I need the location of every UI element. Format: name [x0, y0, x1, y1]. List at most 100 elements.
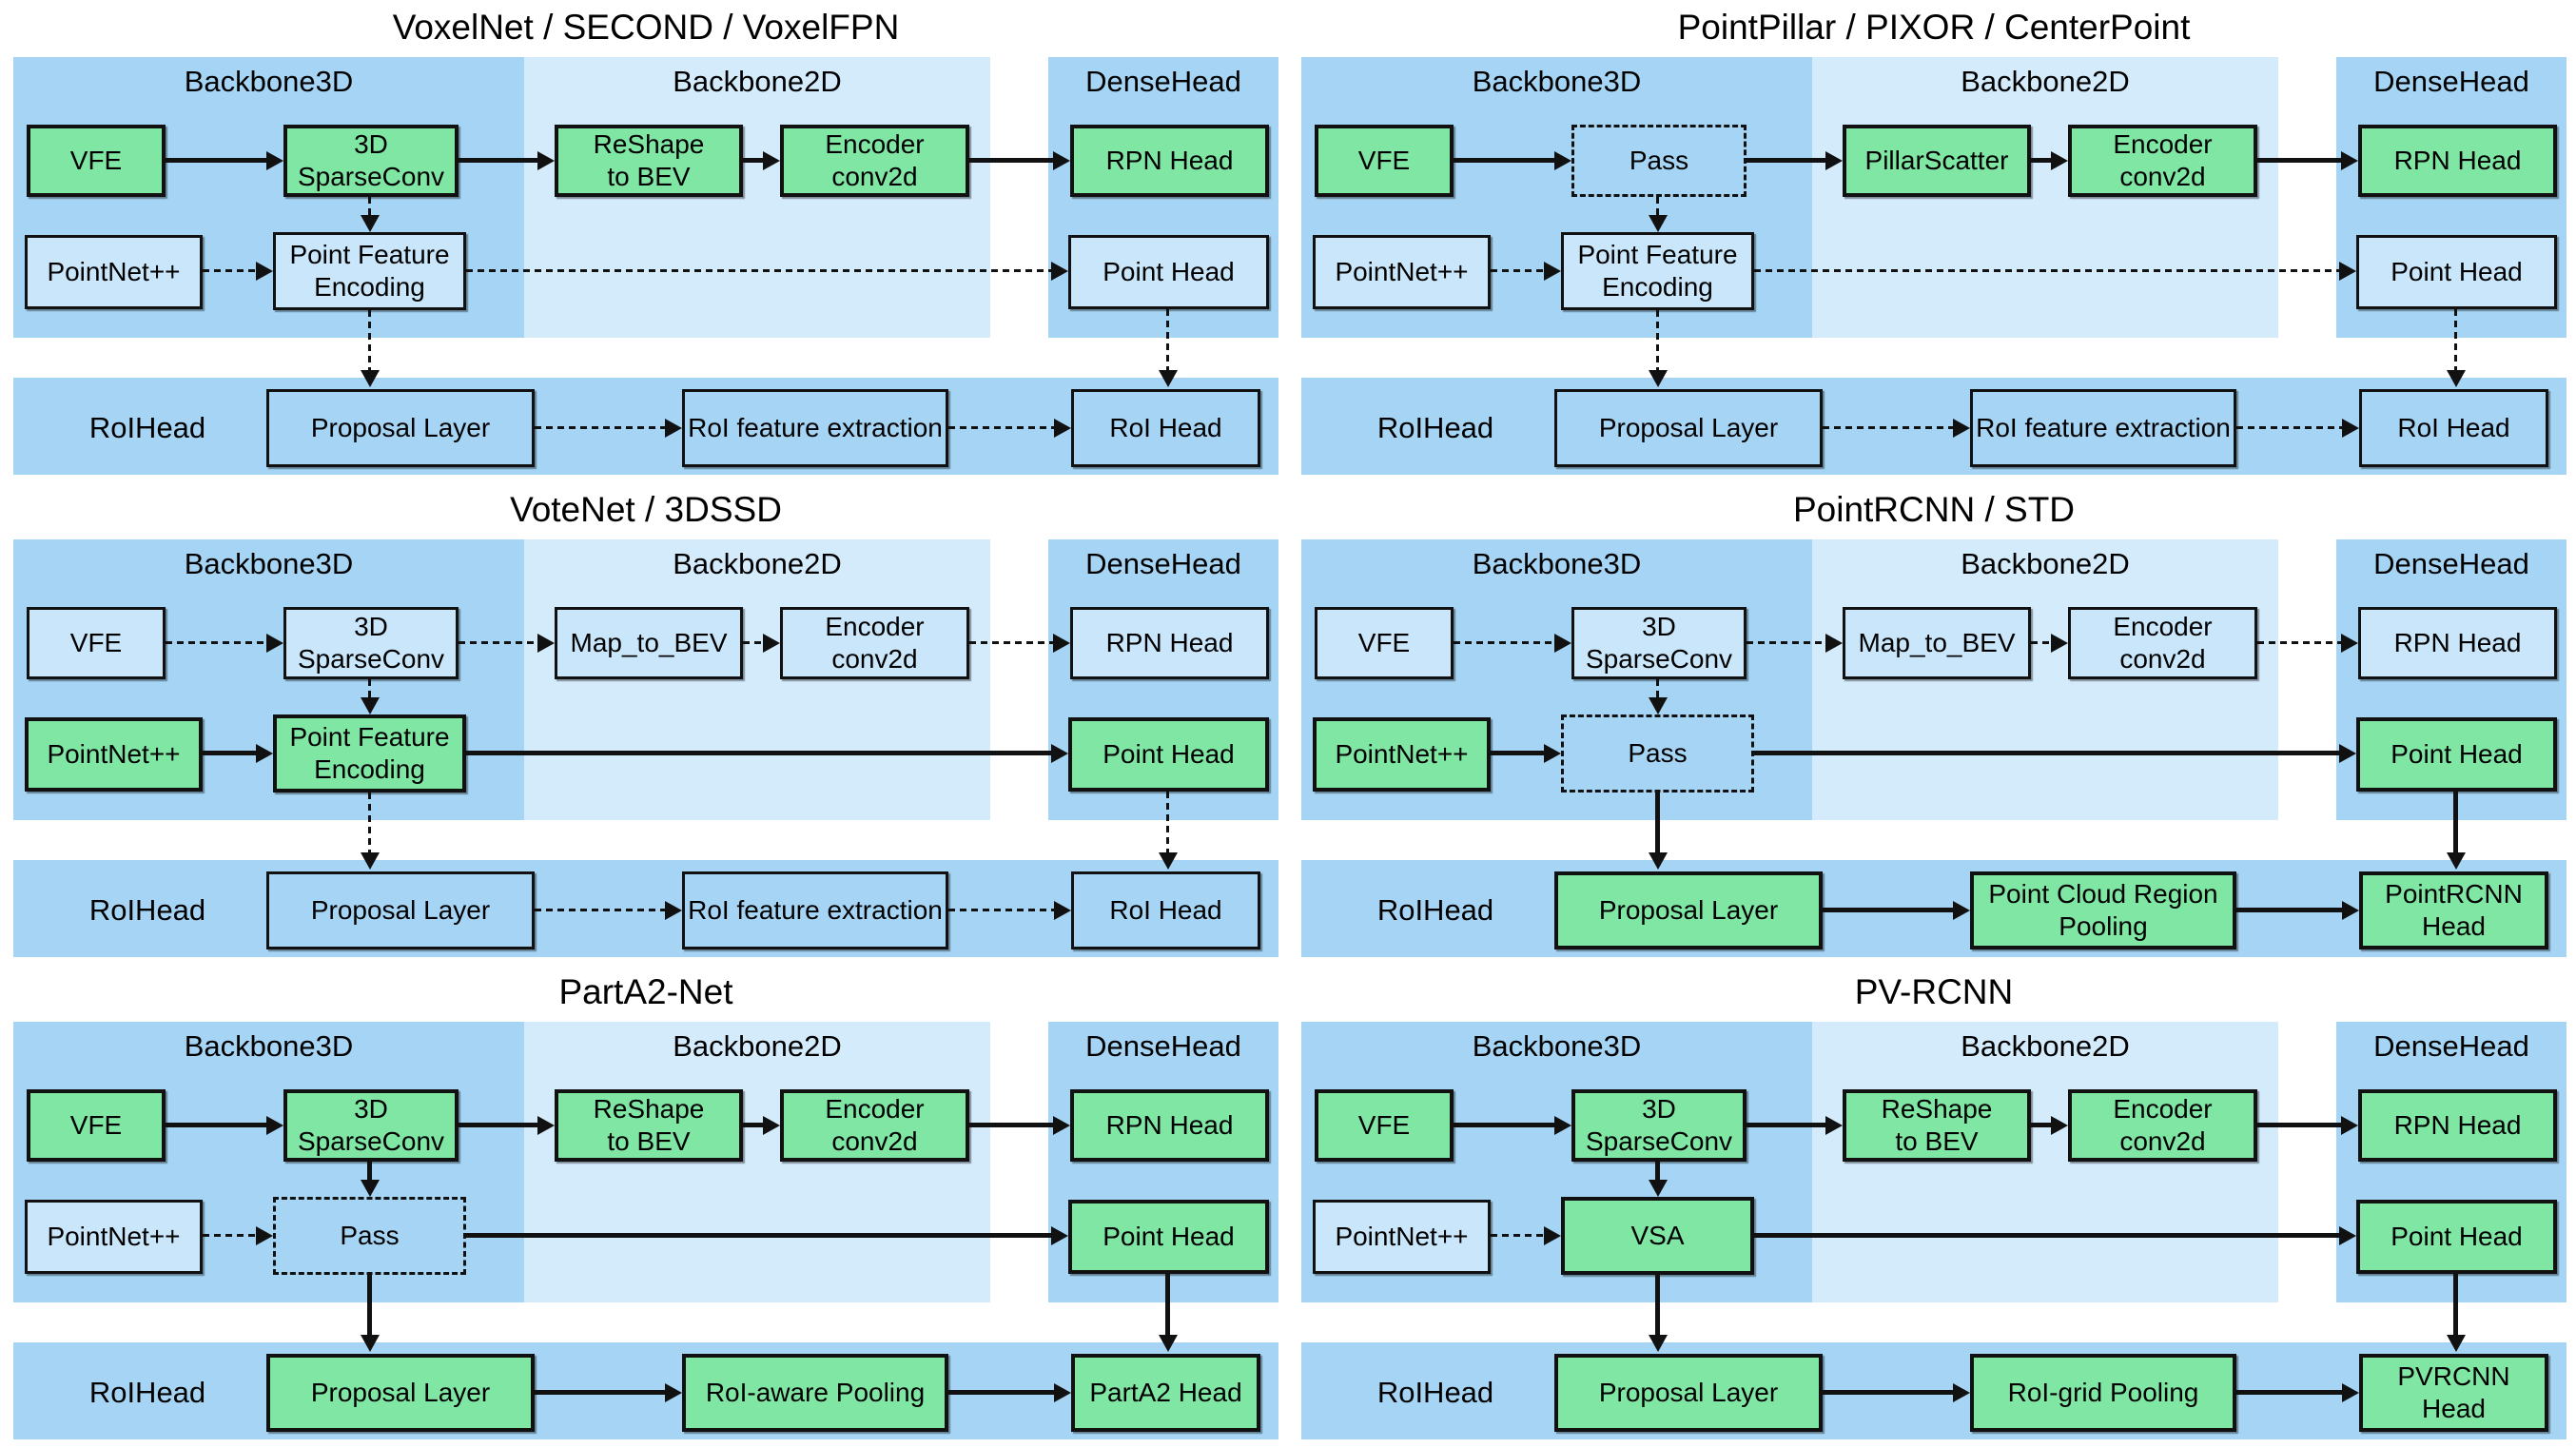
- section-label-densehead: DenseHead: [2373, 547, 2529, 580]
- arrow-dashed-icon: [535, 418, 682, 439]
- arrow-line: [2236, 908, 2345, 912]
- node-label-line: Encoding: [314, 272, 425, 302]
- arrow-line: [1655, 1162, 1660, 1183]
- node-label-line: PointNet++: [47, 1221, 181, 1251]
- arrow-line: [969, 1123, 1056, 1127]
- arrow-head-icon: [763, 151, 780, 170]
- arrow-head-icon: [266, 1116, 283, 1135]
- node-vfe: VFE: [27, 607, 166, 679]
- node-label-line: RoI Head: [2397, 412, 2510, 442]
- node-proposal-layer: Proposal Layer: [1554, 1354, 1823, 1432]
- node-label-line: PointRCNN: [2385, 878, 2523, 909]
- arrow-dashed-icon: [459, 633, 555, 654]
- arrow-head-icon: [2447, 852, 2466, 870]
- node-point-head: Point Head: [1068, 717, 1269, 792]
- arrow-head-icon: [1054, 901, 1071, 920]
- roihead-label: RoIHead: [1376, 893, 1494, 927]
- arrow-head-icon: [1544, 262, 1561, 281]
- node-label-line: Map_to_BEV: [1858, 627, 2016, 657]
- node-map-to-bev: Map_to_BEV: [1843, 607, 2031, 679]
- arrow-solid-icon: [948, 1382, 1071, 1403]
- node-label-line: PVRCNN: [2397, 1360, 2510, 1391]
- arrow-line: [1747, 641, 1828, 644]
- node-label-line: RoI Head: [1109, 412, 1222, 442]
- arrow-solid-icon: [466, 743, 1068, 764]
- section-label-backbone2d: Backbone2D: [673, 547, 842, 580]
- node-label-line: Point Head: [2391, 1221, 2523, 1251]
- node-label-line: Head: [2422, 911, 2486, 941]
- arrow-line: [166, 1123, 269, 1127]
- arrow-head-icon: [2342, 419, 2359, 438]
- arrow-line: [1823, 426, 1956, 429]
- node-proposal-layer: Proposal Layer: [1554, 871, 1823, 949]
- arrow-line: [203, 1234, 259, 1237]
- node-label-line: RPN Head: [1105, 145, 1234, 175]
- arrow-dashed-icon: [1491, 1225, 1561, 1246]
- node-proposal-layer: Proposal Layer: [266, 1354, 535, 1432]
- arrow-line: [1454, 1123, 1557, 1127]
- node-label-line: VSA: [1630, 1220, 1685, 1250]
- arrow-dashed-icon: [1648, 310, 1669, 387]
- arrow-head-icon: [1825, 151, 1843, 170]
- arrow-head-icon: [1544, 744, 1561, 763]
- arrow-head-icon: [1953, 901, 1970, 920]
- arrow-dashed-icon: [360, 679, 381, 714]
- arrow-solid-icon: [2031, 150, 2068, 171]
- arrow-head-icon: [665, 419, 682, 438]
- node-label-line: PointNet++: [1335, 256, 1469, 286]
- arrow-head-icon: [1159, 1335, 1178, 1352]
- node-label-line: conv2d: [2119, 1126, 2206, 1156]
- arrow-solid-icon: [360, 1275, 381, 1352]
- node-label-line: conv2d: [2119, 162, 2206, 191]
- node-label-line: RoI feature extraction: [688, 412, 943, 442]
- backbone2d-band: [1812, 1022, 2278, 1302]
- arrow-line: [2257, 641, 2344, 644]
- panel-title: PV-RCNN: [1854, 972, 2014, 1011]
- arrow-solid-icon: [1454, 1115, 1571, 1136]
- arrow-dashed-icon: [466, 261, 1068, 282]
- node-label-line: SparseConv: [1585, 644, 1733, 674]
- node-proposal-layer: Proposal Layer: [266, 871, 535, 949]
- node-label-line: conv2d: [831, 162, 918, 191]
- arrow-solid-icon: [1747, 1115, 1843, 1136]
- arrow-head-icon: [266, 634, 283, 653]
- arrow-head-icon: [1825, 1116, 1843, 1135]
- arrow-dashed-icon: [1158, 309, 1179, 387]
- node-label-line: Point Feature: [289, 239, 450, 269]
- arrow-line: [1656, 310, 1659, 373]
- backbone2d-band: [524, 539, 990, 820]
- section-label-densehead: DenseHead: [1085, 547, 1241, 580]
- arrow-line: [535, 1390, 668, 1395]
- arrow-line: [1166, 792, 1169, 855]
- arrow-line: [1491, 269, 1547, 272]
- arrow-head-icon: [537, 151, 555, 170]
- arrow-line: [1754, 269, 2342, 272]
- arrow-head-icon: [361, 370, 380, 387]
- node-label-line: Point Feature: [289, 721, 450, 752]
- node-label-line: VFE: [69, 1109, 123, 1140]
- arrow-head-icon: [2341, 634, 2358, 653]
- arrow-head-icon: [361, 697, 380, 714]
- arrow-solid-icon: [743, 150, 780, 171]
- node-label-line: to BEV: [1895, 1126, 1979, 1156]
- arrow-dashed-icon: [1823, 418, 1970, 439]
- arrow-head-icon: [1054, 1383, 1071, 1402]
- arrow-dashed-icon: [2257, 633, 2358, 654]
- arrow-line: [948, 909, 1057, 911]
- node-proposal-layer: Proposal Layer: [1554, 389, 1823, 467]
- arrow-line: [969, 641, 1056, 644]
- node-label-line: Point Cloud Region: [1988, 878, 2218, 909]
- node-vfe: VFE: [1315, 125, 1454, 197]
- node-label-line: SparseConv: [1585, 1126, 1733, 1156]
- arrow-solid-icon: [1454, 150, 1571, 171]
- section-label-backbone2d: Backbone2D: [1961, 1029, 2130, 1063]
- arrow-head-icon: [1649, 1180, 1668, 1197]
- node-pointnet: PointNet++: [1313, 235, 1491, 309]
- arrow-head-icon: [1544, 1226, 1561, 1245]
- node-label-line: ReShape: [593, 128, 705, 159]
- node-label-line: Proposal Layer: [1598, 894, 1779, 925]
- arrow-line: [535, 909, 668, 911]
